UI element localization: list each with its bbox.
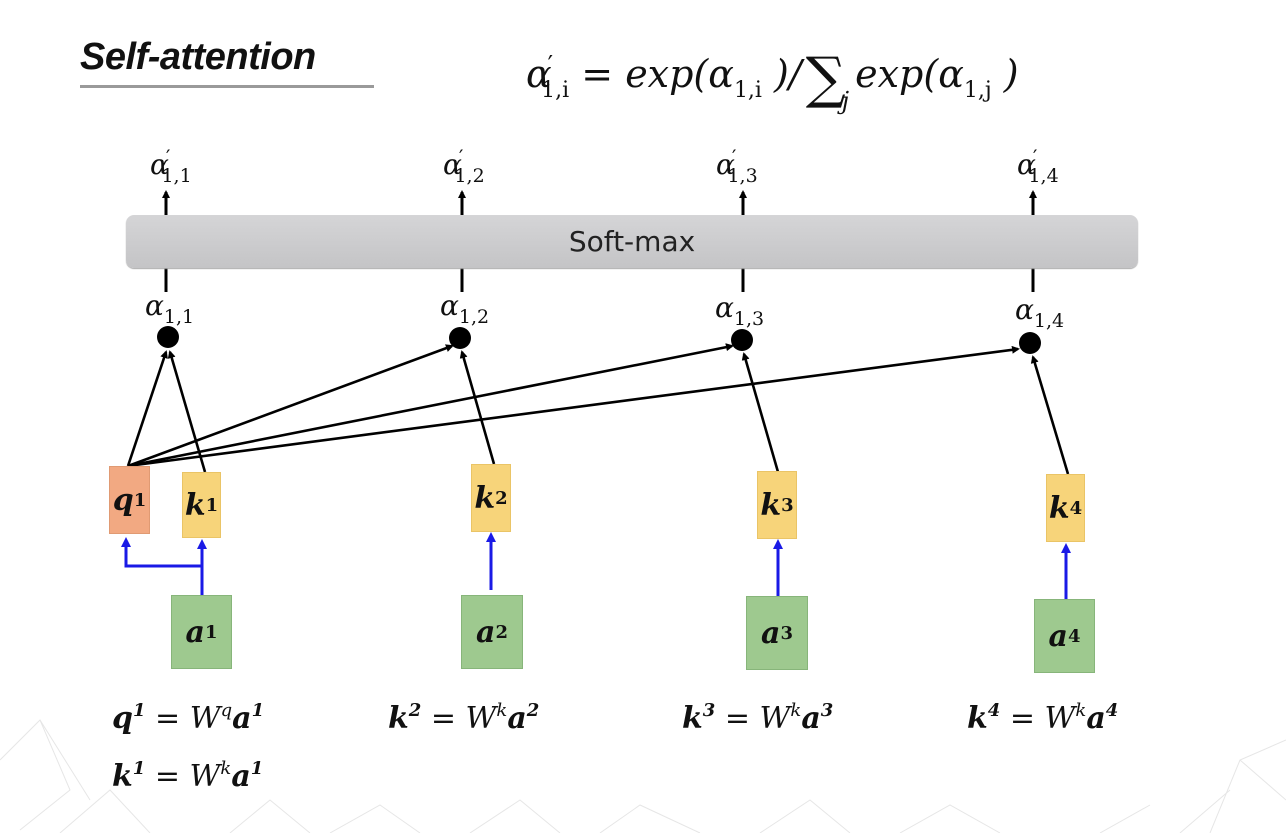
dot-product-node-1 [157,326,179,348]
key-to-node-1 [167,350,207,473]
dot-product-node-3 [731,329,753,351]
score-alpha-1: α1,1 [145,289,195,328]
key-to-node-3 [741,352,780,473]
score-alpha-4: α1,4 [1015,293,1065,332]
equation-k1: k1 = Wka1 [112,758,264,794]
query-to-node-4 [127,345,1020,468]
dot-product-node-2 [449,327,471,349]
equation-k3: k3 = Wka3 [682,700,834,736]
softmax-formula: α′1,i = exp(α1,i )/∑jexp(α1,j ) [526,46,1019,115]
query-to-node-2 [127,344,454,468]
score-alpha-2: α1,2 [440,289,490,328]
score-alpha-3: α1,3 [715,291,765,330]
key-to-node-2 [459,350,496,465]
softmax-block: Soft-max [126,215,1138,268]
equation-k2: k2 = Wka2 [388,700,540,736]
slide-title: Self-attention [80,36,316,78]
projection-a1-to-q1 [121,537,204,595]
output-alpha-2: α′1,2 [443,145,485,187]
equation-k4: k4 = Wka4 [967,700,1119,736]
dot-product-node-4 [1019,332,1041,354]
softmax-label: Soft-max [568,225,696,258]
query-to-node-3 [127,343,734,468]
output-alpha-4: α′1,4 [1017,145,1059,187]
title-underline [80,85,374,88]
output-alpha-1: α′1,1 [150,145,192,187]
key-to-node-4 [1030,355,1070,475]
query-to-node-1 [126,350,168,467]
equation-q1: q1 = Wqa1 [112,700,265,736]
output-alpha-3: α′1,3 [716,145,758,187]
